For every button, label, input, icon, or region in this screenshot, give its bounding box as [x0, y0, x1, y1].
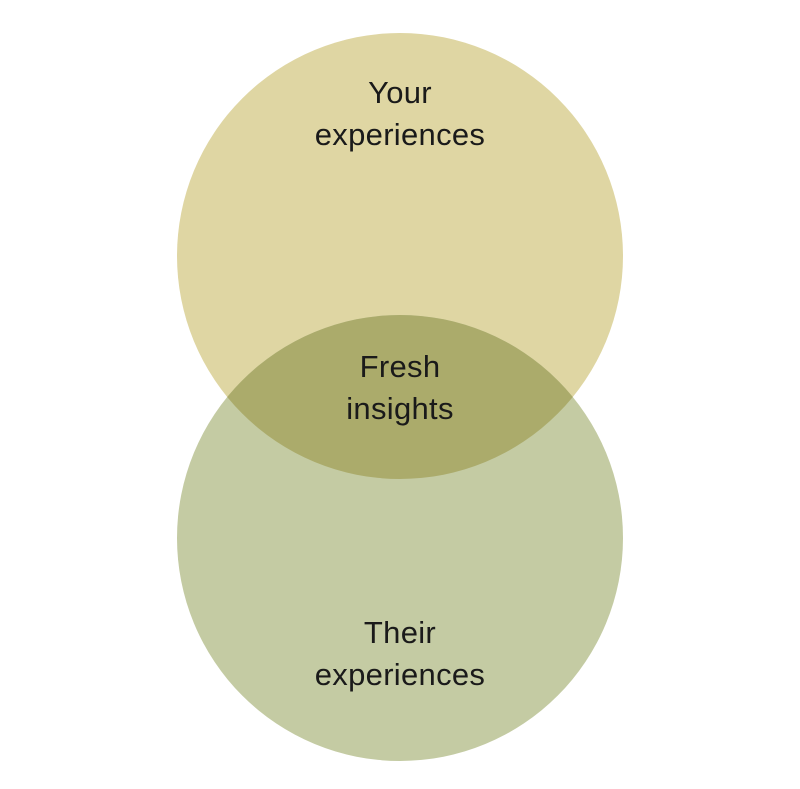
overlap-label-line1: Fresh [359, 349, 441, 384]
overlap-label-line2: insights [346, 391, 454, 426]
bottom-circle-label: Their experiences [250, 612, 550, 696]
overlap-label: Fresh insights [250, 346, 550, 430]
top-circle-label: Your experiences [250, 72, 550, 156]
overlap-region [177, 315, 623, 479]
top-circle-label-line2: experiences [314, 117, 486, 152]
bottom-circle-label-line1: Their [363, 615, 437, 650]
bottom-circle-label-line2: experiences [314, 657, 486, 692]
top-circle-label-line1: Your [368, 75, 432, 110]
